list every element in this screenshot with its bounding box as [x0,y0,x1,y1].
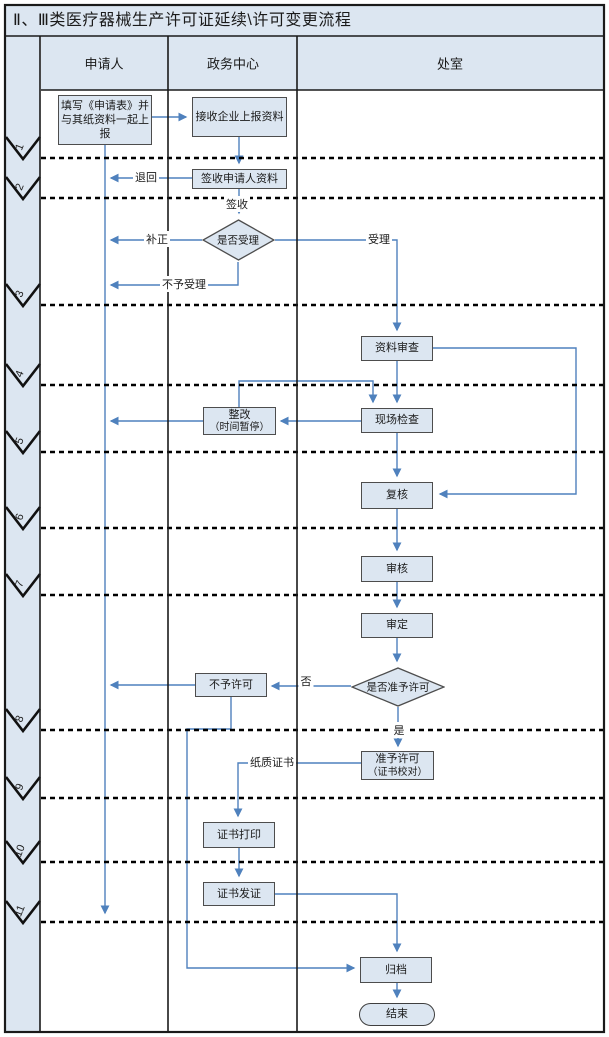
edge-review-bypass-to-recheck [433,347,577,499]
step-chevron-3 [4,283,42,309]
edge-notaccept-to-applicant [109,262,239,290]
node-onsite-inspection: 现场检查 [361,408,433,433]
step-chevron-11 [4,900,42,926]
step-chevron-7 [4,573,42,599]
column-header-applicant: 申请人 [84,56,124,72]
step-chevron-6 [4,506,42,532]
outer-border [3,3,606,1034]
node-deny-license: 不予许可 [195,673,267,697]
edge-label-no: 否 [298,673,314,689]
edge-papercert-to-print [233,762,361,818]
edge-label-supplement: 补正 [144,231,170,247]
diamond-accept-decision-label: 是否受理 [217,234,259,247]
edge-label-not-accept: 不予受理 [160,276,208,292]
column-header-department: 处室 [436,56,464,72]
node-recheck: 复核 [361,482,433,509]
node-fill-application-form: 填写《申请表》并与其纸资料一起上报 [58,95,152,145]
diamond-grant-decision-label: 是否准予许可 [366,681,430,694]
step-chevron-5 [4,430,42,456]
title-bar-background [5,5,603,36]
node-rectification: 整改 （时间暂停） [203,407,276,435]
step-chevron-1 [4,136,42,162]
step-chevron-2 [4,176,42,202]
node-examine: 审核 [361,556,433,582]
page-title: Ⅱ、Ⅲ类医疗器械生产许可证延续\许可变更流程 [13,12,352,29]
node-end: 结束 [359,1003,435,1026]
node-issue-certificate: 证书发证 [203,882,275,906]
step-chevron-4 [4,363,42,389]
node-material-review: 资料审查 [361,336,433,361]
edge-label-return: 退回 [133,169,159,185]
column-header-service-center: 政务中心 [206,56,260,72]
step-chevron-8 [4,708,42,734]
node-grant-line2: （证书校对） [367,766,428,778]
node-rectification-line2: （时间暂停） [209,422,270,434]
edge-label-sign: 签收 [224,196,250,212]
edge-label-yes: 是 [391,722,407,738]
node-grant-license: 准予许可 （证书校对） [361,751,434,780]
header-row-background [41,36,603,90]
edge-issue-to-archive [275,893,402,953]
edge-accept-to-materialreview [275,239,402,332]
node-sign-for-applicant-materials: 签收申请人资料 [192,169,287,189]
step-sidebar-background [5,36,40,1032]
step-chevron-10 [4,840,42,866]
edge-label-paper-certificate: 纸质证书 [248,754,296,770]
step-chevron-9 [4,776,42,802]
node-print-certificate: 证书打印 [203,822,275,848]
edge-label-accept: 受理 [366,231,392,247]
node-rectification-line1: 整改 [228,408,251,421]
node-final-review: 审定 [361,613,433,638]
node-archive: 归档 [360,957,432,983]
edge-rectify-loop-to-inspection [238,380,378,407]
node-grant-line1: 准予许可 [375,753,420,766]
diamond-accept-decision-shape [202,219,275,261]
diamond-grant-decision-shape [351,667,445,707]
node-receive-enterprise-materials: 接收企业上报资料 [192,97,287,137]
